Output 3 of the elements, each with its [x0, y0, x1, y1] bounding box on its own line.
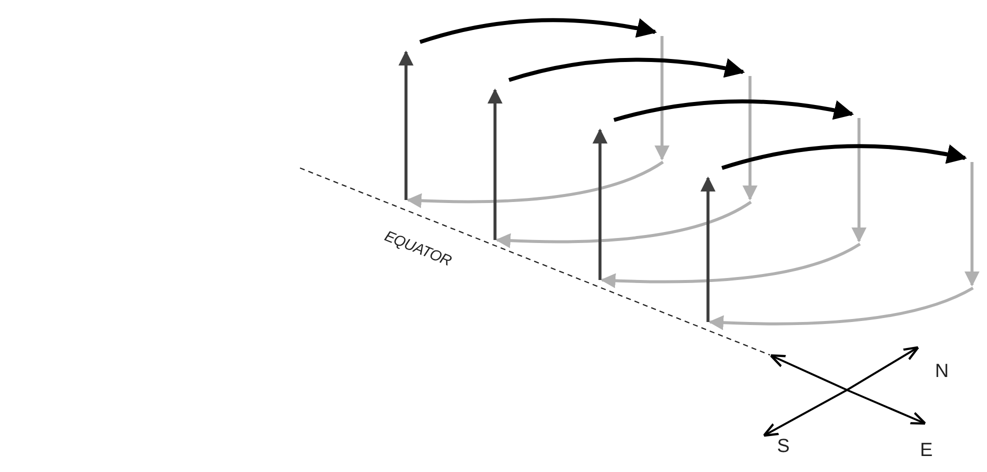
compass-direction-label: E [920, 439, 933, 463]
compass-direction-label: N [935, 360, 949, 384]
compass-direction-label: S [777, 435, 790, 459]
